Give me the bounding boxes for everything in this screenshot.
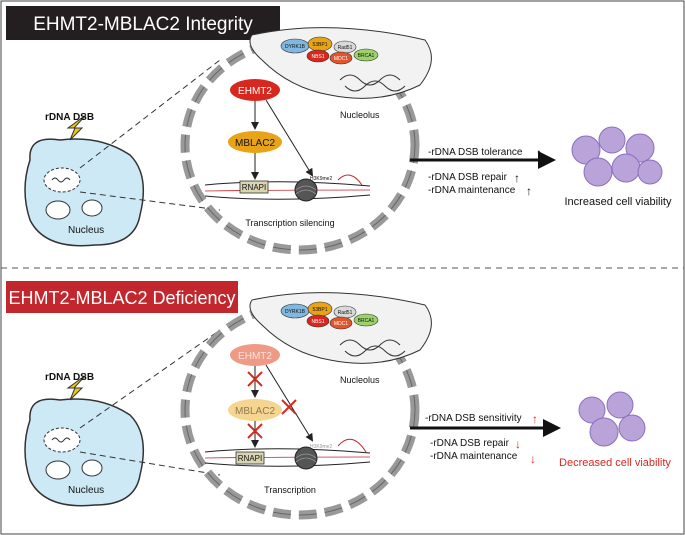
protein-label: 53BP1	[312, 42, 327, 48]
protein-mdc1	[329, 316, 353, 330]
protein-label: MDC1	[334, 56, 348, 62]
title-box	[6, 281, 238, 313]
panel-title: EHMT2-MBLAC2 Deficiency	[8, 288, 235, 308]
methylation-arrow	[265, 99, 314, 177]
zoom-line	[79, 59, 221, 169]
effect-3: -rDNA maintenance	[428, 185, 516, 196]
rnapi-label: RNAPI	[242, 183, 266, 192]
protein-label: DYRK1B	[285, 44, 306, 50]
mblac2-label: MBLAC2	[235, 406, 275, 417]
inhibition-cross-icon	[247, 423, 263, 439]
protein-label: Rad51	[338, 310, 353, 316]
h3k9me2-label: H3K9me2	[310, 444, 332, 450]
dna-strand	[204, 461, 371, 467]
nucleolus-small	[81, 459, 103, 477]
protein-label: Rad51	[338, 45, 353, 51]
nucleus-label: Nucleus	[68, 485, 104, 496]
dna-squiggle	[51, 437, 71, 443]
rdna-transcript-strand	[204, 456, 371, 459]
ehmt2-node	[230, 79, 280, 101]
rrna-transcript	[337, 174, 363, 186]
lightning-icon	[66, 114, 87, 141]
protein-label: MDC1	[334, 321, 348, 327]
rdna-strand	[344, 345, 406, 357]
protein-label: DYRK1B	[285, 309, 306, 315]
zoom-line	[79, 191, 221, 211]
rnapi-label: RNAPI	[238, 454, 262, 463]
nucleosome-wrap	[295, 185, 317, 195]
nuclear-envelope-outline	[184, 304, 416, 516]
lightning-icon	[66, 374, 87, 401]
nucleolus-small	[45, 460, 71, 480]
effect-1: -rDNA DSB tolerance	[428, 147, 523, 158]
process-label: Transcription	[264, 485, 316, 495]
dna-squiggle	[51, 177, 71, 183]
effect-2: -rDNA DSB repair	[430, 438, 510, 449]
nucleolus-label: Nucleolus	[340, 375, 380, 385]
process-label: Transcription silencing	[245, 218, 334, 228]
nuclear-envelope-outline	[184, 39, 416, 251]
methylation-arrow	[265, 364, 314, 442]
ehmt2-label: EHMT2	[238, 86, 272, 97]
zoom-line	[79, 329, 221, 429]
nucleolus-small	[45, 200, 71, 220]
effect-3: -rDNA maintenance	[430, 451, 518, 462]
effect-2: -rDNA DSB repair	[428, 172, 508, 183]
effect-1: -rDNA DSB sensitivity	[425, 413, 522, 424]
arrow-up-icon: ↑	[532, 412, 538, 426]
protein-nbs1	[306, 49, 330, 63]
protein-brca1	[353, 48, 379, 62]
mblac2-node	[228, 131, 282, 153]
arrow-down-icon: ↓	[530, 452, 536, 466]
ehmt2-label: EHMT2	[238, 351, 272, 362]
rdna-dsb-label: rDNA DSB	[45, 112, 94, 123]
rnapi-box	[235, 451, 265, 465]
cell-cluster	[571, 126, 663, 187]
ehmt2-node-faded	[230, 344, 280, 366]
rdna-strand	[339, 74, 401, 86]
protein-mdc1	[329, 51, 353, 65]
nucleolus-small	[43, 427, 81, 453]
panel-integrity: EHMT2-MBLAC2 Integrity rDNA DSB Nucleus …	[6, 6, 672, 255]
nucleolus-small	[43, 167, 81, 193]
nucleolus-label: Nucleolus	[340, 110, 380, 120]
protein-label: BRCA1	[358, 318, 375, 324]
nucleus-label: Nucleus	[68, 225, 104, 236]
rnapi-box	[239, 180, 269, 194]
outcome-label: Decreased cell viability	[559, 457, 671, 469]
protein-label: NBS1	[311, 54, 324, 60]
dna-strand	[204, 181, 371, 187]
protein-brca1	[353, 313, 379, 327]
rdna-transcript-strand	[204, 189, 371, 192]
protein-label: NBS1	[311, 319, 324, 325]
inhibition-cross-icon	[281, 399, 297, 415]
rdna-strand	[339, 339, 401, 351]
rdna-dsb-label: rDNA DSB	[45, 372, 94, 383]
inhibition-cross-icon	[247, 371, 263, 387]
panel-title: EHMT2-MBLAC2 Integrity	[33, 14, 253, 35]
protein-label: 53BP1	[312, 307, 327, 313]
outcome-label: Increased cell viability	[565, 196, 672, 208]
mblac2-node-faded	[228, 399, 282, 421]
arrow-up-icon: ↑	[536, 146, 542, 160]
arrow-down-icon: ↓	[515, 437, 521, 451]
arrow-up-icon: ↑	[526, 184, 532, 198]
arrow-up-icon: ↑	[514, 171, 520, 185]
mblac2-label: MBLAC2	[235, 138, 275, 149]
title-box	[6, 6, 280, 40]
dna-strand	[204, 194, 371, 200]
cell-cluster	[578, 391, 646, 447]
h3k9me2-label: H3K9me2	[310, 176, 332, 182]
protein-nbs1	[306, 314, 330, 328]
dna-strand	[204, 448, 371, 454]
rdna-strand	[344, 80, 406, 92]
nucleolus-small	[81, 199, 103, 217]
nucleosome-wrap	[295, 453, 317, 463]
panel-deficiency: EHMT2-MBLAC2 Deficiency rDNA DSB Nucleus…	[6, 281, 671, 520]
rrna-transcript	[337, 438, 367, 453]
zoom-line	[79, 451, 221, 476]
protein-label: BRCA1	[358, 53, 375, 59]
